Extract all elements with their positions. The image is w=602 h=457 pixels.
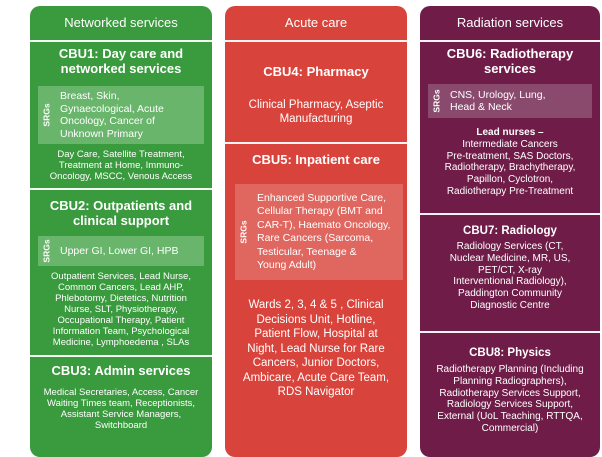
cbu2-section: CBU2: Outpatients and clinical support bbox=[30, 198, 212, 228]
cbu7-title: CBU7: Radiology bbox=[463, 225, 557, 237]
cbu2-srg-box: SRGs Upper GI, Lower GI, HPB bbox=[38, 236, 204, 266]
cbu6-services: Lead nurses – Intermediate Cancers Pre-t… bbox=[444, 127, 576, 197]
column-header: Acute care bbox=[284, 15, 348, 30]
cbu6-srg-list: CNS, Urology, Lung, Head & Neck bbox=[450, 88, 546, 114]
cbu2-srg-list: Upper GI, Lower GI, HPB bbox=[60, 244, 179, 257]
cbu8-section: CBU8: Physics bbox=[420, 346, 600, 361]
divider bbox=[30, 188, 212, 190]
divider bbox=[225, 142, 407, 144]
cbu3-services: Medical Secretaries, Access, Cancer Wait… bbox=[43, 387, 199, 431]
acute-care-column: Acute care CBU4: Pharmacy Clinical Pharm… bbox=[225, 6, 407, 457]
cbu4-services: Clinical Pharmacy, Aseptic Manufacturing bbox=[248, 99, 384, 125]
divider bbox=[30, 40, 212, 42]
cbu4-title: CBU4: Pharmacy bbox=[263, 64, 369, 79]
cbu1-srg-list: Breast, Skin, Gynaecological, Acute Onco… bbox=[60, 90, 164, 140]
cbu5-section: CBU5: Inpatient care bbox=[225, 152, 407, 167]
cbu6-section: CBU6: Radiotherapy services bbox=[420, 46, 600, 76]
cbu1-section: CBU1: Day care and networked services bbox=[30, 46, 212, 76]
cbu2-services: Outpatient Services, Lead Nurse, Common … bbox=[51, 271, 191, 348]
cbu5-services: Wards 2, 3, 4 & 5 , Clinical Decisions U… bbox=[242, 299, 390, 398]
cbu7-services: Radiology Services (CT, Nuclear Medicine… bbox=[449, 241, 571, 311]
cbu5-srg-list: Enhanced Supportive Care, Cellular Thera… bbox=[257, 191, 391, 272]
cbu7-section: CBU7: Radiology bbox=[420, 224, 600, 239]
srg-label: SRGs bbox=[432, 89, 442, 113]
cbu6-srg-box: SRGs CNS, Urology, Lung, Head & Neck bbox=[428, 84, 592, 118]
cbu1-title: CBU1: Day care and networked services bbox=[58, 46, 184, 76]
cbu4-section: CBU4: Pharmacy bbox=[225, 64, 407, 79]
column-header: Networked services bbox=[64, 15, 178, 30]
divider bbox=[420, 331, 600, 333]
cbu2-title: CBU2: Outpatients and clinical support bbox=[49, 198, 193, 228]
cbu5-title: CBU5: Inpatient care bbox=[252, 152, 380, 167]
srg-label: SRGs bbox=[42, 103, 52, 127]
networked-services-column: Networked services CBU1: Day care and ne… bbox=[30, 6, 212, 457]
cbu3-section: CBU3: Admin services bbox=[30, 363, 212, 378]
divider bbox=[420, 213, 600, 215]
radiation-services-column: Radiation services CBU6: Radiotherapy se… bbox=[420, 6, 600, 457]
srg-label: SRGs bbox=[42, 239, 52, 263]
srg-label: SRGs bbox=[239, 220, 249, 244]
cbu1-services: Day Care, Satellite Treatment, Treatment… bbox=[49, 149, 193, 182]
cbu8-title: CBU8: Physics bbox=[469, 347, 551, 359]
cbu3-title: CBU3: Admin services bbox=[51, 363, 191, 378]
cbu6-title: CBU6: Radiotherapy services bbox=[446, 46, 574, 76]
cbu5-srg-box: SRGs Enhanced Supportive Care, Cellular … bbox=[235, 184, 403, 280]
cbu8-services: Radiotherapy Planning (Including Plannin… bbox=[436, 364, 584, 434]
divider bbox=[225, 40, 407, 42]
column-header: Radiation services bbox=[456, 15, 564, 30]
divider bbox=[420, 40, 600, 42]
divider bbox=[30, 355, 212, 357]
cbu1-srg-box: SRGs Breast, Skin, Gynaecological, Acute… bbox=[38, 86, 204, 144]
